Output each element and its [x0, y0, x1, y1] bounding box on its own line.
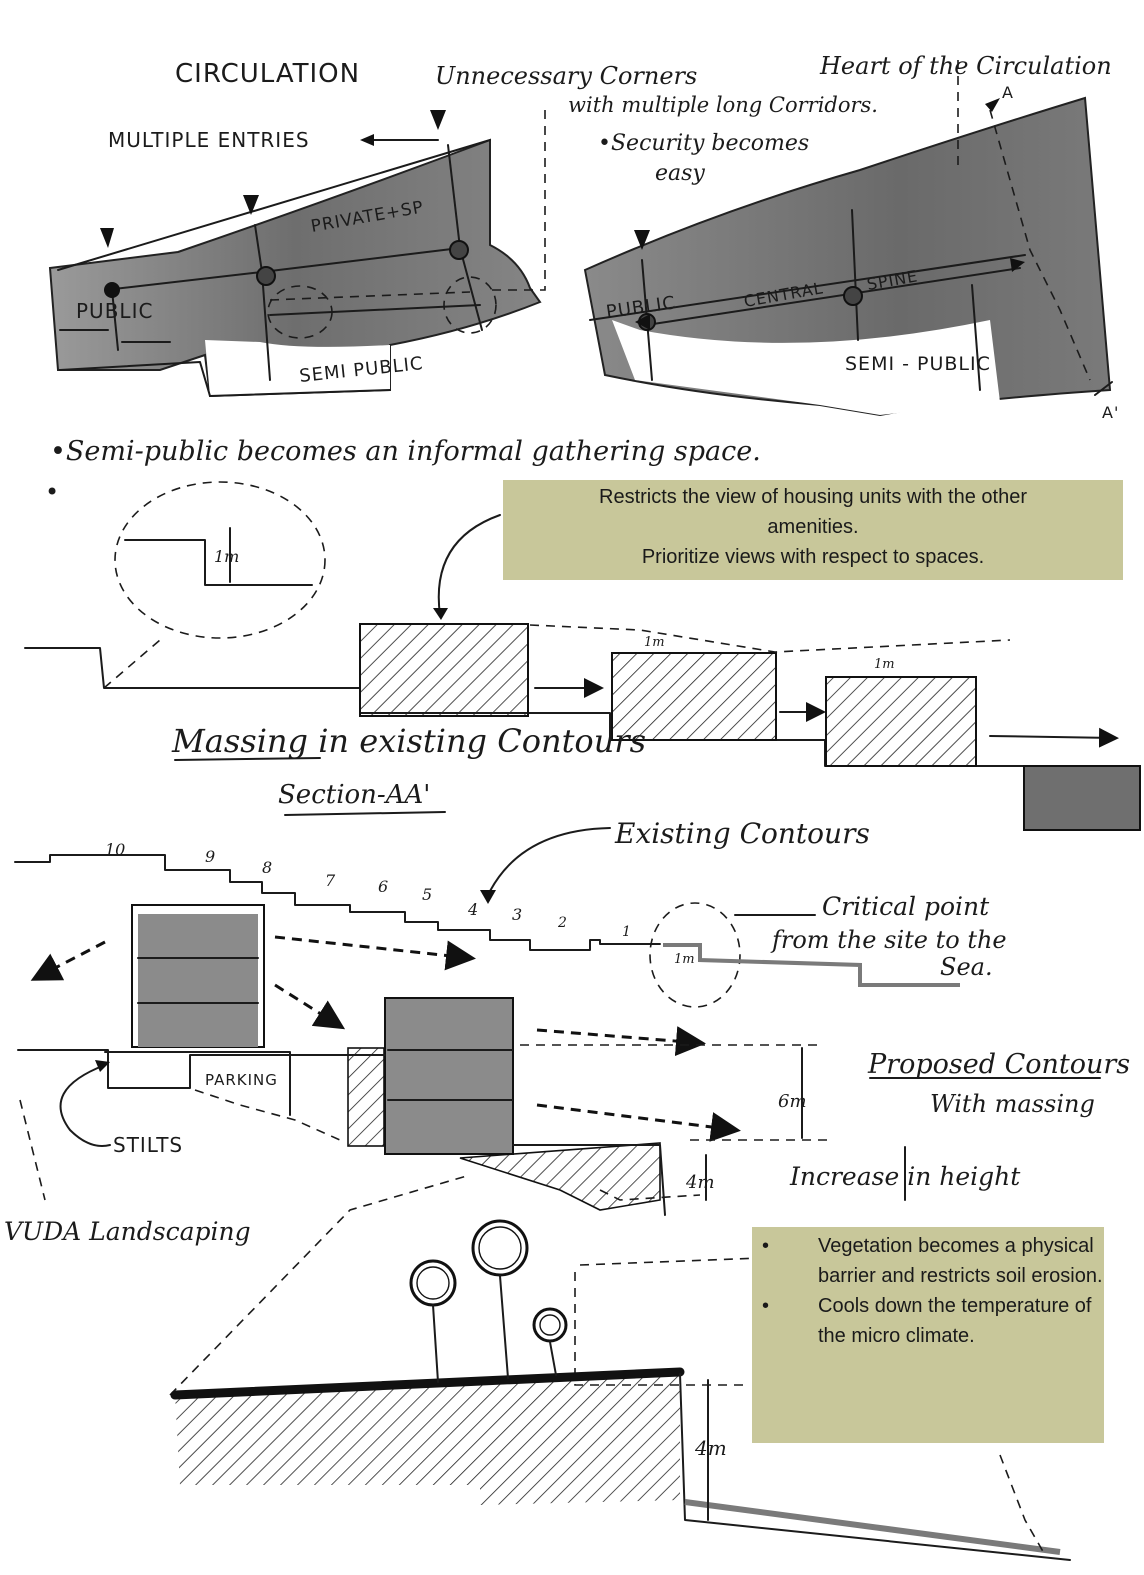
- contour-4: 4: [467, 900, 478, 919]
- contour-10: 10: [105, 840, 125, 859]
- vuda-landscaping-label: VUDA Landscaping: [4, 1217, 251, 1246]
- vegetation-note: Vegetation becomes a physical barrier an…: [752, 1227, 1104, 1443]
- four-m-landscape: 4m: [694, 1436, 727, 1460]
- massing-title: Massing in existing Contours: [171, 722, 646, 760]
- contour-8: 8: [262, 858, 272, 877]
- contour-3: 3: [512, 905, 522, 924]
- contour-1: 1: [622, 924, 631, 940]
- section-a-prime-label: A': [1102, 403, 1119, 422]
- section-aa-label: Section-AA': [278, 780, 430, 810]
- heart-circulation-text: Heart of the Circulation: [819, 52, 1112, 80]
- contour-5: 5: [422, 885, 432, 904]
- bullet-dot: •: [45, 478, 59, 506]
- existing-contours-label: Existing Contours: [614, 817, 870, 850]
- one-m-critical: 1m: [674, 952, 695, 967]
- proposed-contours-2: With massing: [930, 1090, 1095, 1118]
- view-note-line-1: Restricts the view of housing units with…: [599, 486, 1027, 508]
- landscape-section: [169, 1174, 1071, 1561]
- stilts-label: STILTS: [113, 1133, 183, 1157]
- circulation-title: CIRCULATION: [175, 59, 360, 89]
- proposed-contours-1: Proposed Contours: [867, 1049, 1130, 1080]
- vegetation-note-item: Cools down the temperature of the micro …: [752, 1291, 1104, 1351]
- view-restriction-note: Restricts the view of housing units with…: [503, 480, 1123, 580]
- public-left-text: PUBLIC: [76, 299, 153, 323]
- increase-height-label: Increase in height: [789, 1162, 1021, 1191]
- one-m-block-3: 1m: [874, 657, 895, 672]
- section-a-label: A: [1002, 83, 1014, 102]
- one-m-block-2: 1m: [644, 635, 665, 650]
- contour-2: 2: [557, 915, 567, 931]
- security-text-2: easy: [655, 161, 705, 186]
- semi-public-right-text: SEMI - PUBLIC: [845, 353, 991, 375]
- multiple-entries-text: MULTIPLE ENTRIES: [108, 128, 310, 152]
- contour-7: 7: [325, 871, 336, 890]
- contour-9: 9: [205, 847, 215, 866]
- six-m-label: 6m: [778, 1091, 807, 1112]
- four-m-label: 4m: [685, 1172, 715, 1193]
- parking-label: PARKING: [205, 1071, 278, 1089]
- massing-section: [24, 481, 1141, 831]
- plan-right: [583, 60, 1113, 417]
- long-corridors-text: with multiple long Corridors.: [568, 93, 878, 117]
- gathering-note-text: •Semi-public becomes an informal gatheri…: [50, 436, 761, 467]
- unnecessary-corners-text: Unnecessary Corners: [435, 62, 697, 90]
- security-text-1: •Security becomes: [598, 131, 809, 156]
- contours-section: [14, 827, 1101, 1216]
- one-m-bubble: 1m: [214, 547, 239, 566]
- contour-6: 6: [378, 877, 388, 896]
- labels: CIRCULATION Unnecessary Corners with mul…: [4, 52, 1130, 1460]
- critical-point-3: Sea.: [940, 953, 993, 981]
- view-note-line-3: Prioritize views with respect to spaces.: [641, 546, 985, 568]
- critical-point-2: from the site to the: [770, 926, 1007, 954]
- view-note-line-2: amenities.: [767, 516, 859, 538]
- critical-point-1: Critical point: [822, 892, 990, 921]
- plan-left: [48, 110, 546, 398]
- vegetation-note-item: Vegetation becomes a physical barrier an…: [752, 1231, 1104, 1291]
